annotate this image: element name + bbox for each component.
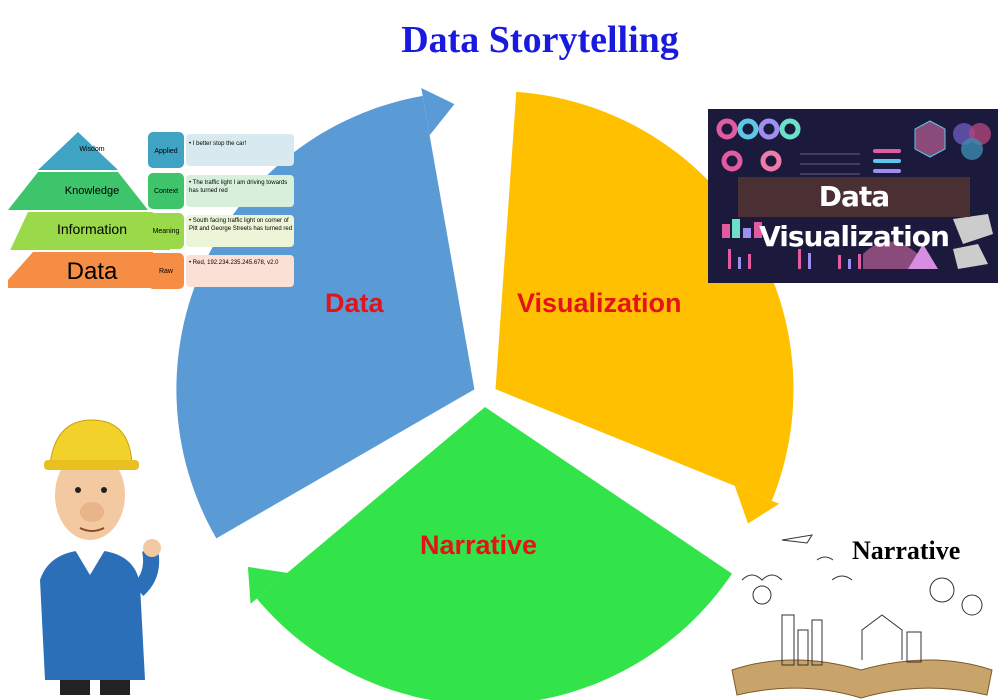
data-visualization-banner: Data Visualization bbox=[738, 177, 970, 253]
pyramid-level-information: Information bbox=[57, 221, 127, 237]
diagram-title: Data Storytelling bbox=[401, 19, 679, 61]
narrative-image-title: Narrative bbox=[852, 536, 961, 565]
pyramid-tag-meaning: Meaning bbox=[153, 228, 180, 235]
segment-label-visualization: Visualization bbox=[517, 288, 682, 318]
pyramid-tag-applied: Applied bbox=[154, 148, 177, 155]
pyramid-example-raw: • Red, 192.234.235.245.678, v2.0 bbox=[189, 260, 279, 266]
arrow-tip-data bbox=[421, 88, 455, 136]
worker-character-image bbox=[40, 419, 161, 695]
arrow-tip-visualization bbox=[734, 485, 780, 524]
pyramid-example-applied: • I better stop the car! bbox=[189, 141, 247, 147]
arrow-tip-narrative bbox=[247, 566, 288, 604]
segment-narrative bbox=[256, 407, 733, 700]
segment-label-data: Data bbox=[325, 288, 384, 318]
data-visualization-image: Data Visualization bbox=[708, 109, 998, 283]
pyramid-level-wisdom: Wisdom bbox=[79, 146, 104, 153]
pyramid-tag-raw: Raw bbox=[159, 268, 174, 275]
segment-label-narrative: Narrative bbox=[420, 530, 538, 560]
pyramid-level-knowledge: Knowledge bbox=[65, 185, 119, 197]
pyramid-example-context: • The traffic light I am driving towards… bbox=[189, 180, 288, 194]
pyramid-tag-context: Context bbox=[154, 188, 178, 195]
dikw-pyramid-image: Wisdom Knowledge Information Data Applie… bbox=[8, 132, 294, 289]
narrative-book-image bbox=[731, 534, 993, 699]
pyramid-level-data: Data bbox=[67, 258, 118, 285]
pyramid-example-meaning: • South facing traffic light on corner o… bbox=[189, 218, 293, 232]
